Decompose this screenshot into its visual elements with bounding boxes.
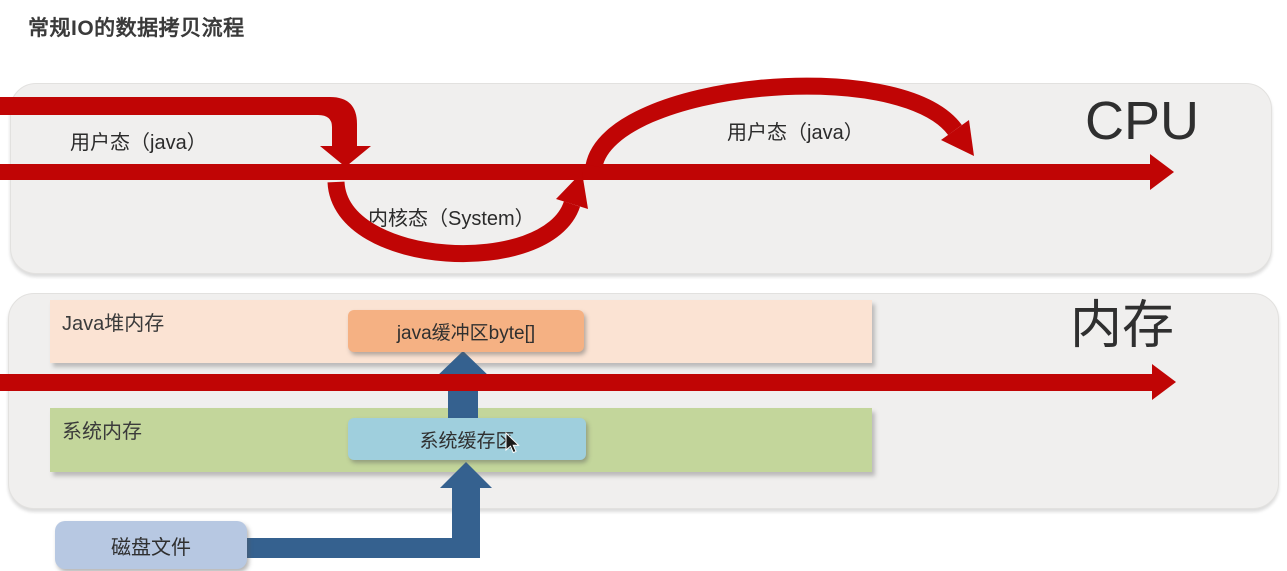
system-memory-label: 系统内存 (62, 421, 142, 443)
page-title: 常规IO的数据拷贝流程 (28, 17, 245, 40)
system-cache-box: 系统缓存区 (348, 418, 586, 460)
java-buffer-label: java缓冲区byte[] (396, 322, 536, 344)
java-buffer-box: java缓冲区byte[] (348, 310, 584, 352)
kernel-mode-label: 内核态（System） (368, 208, 535, 230)
java-heap-label: Java堆内存 (62, 313, 165, 335)
disk-file-box: 磁盘文件 (55, 521, 247, 569)
disk-file-label: 磁盘文件 (111, 536, 191, 559)
system-cache-label: 系统缓存区 (419, 430, 515, 452)
user-mode-label-2: 用户态（java） (727, 122, 864, 144)
cpu-panel (10, 83, 1272, 274)
memory-heading: 内存 (1070, 297, 1175, 355)
cpu-heading: CPU (1085, 91, 1200, 151)
mouse-cursor-icon (505, 432, 520, 454)
user-mode-label-1: 用户态（java） (70, 132, 207, 154)
